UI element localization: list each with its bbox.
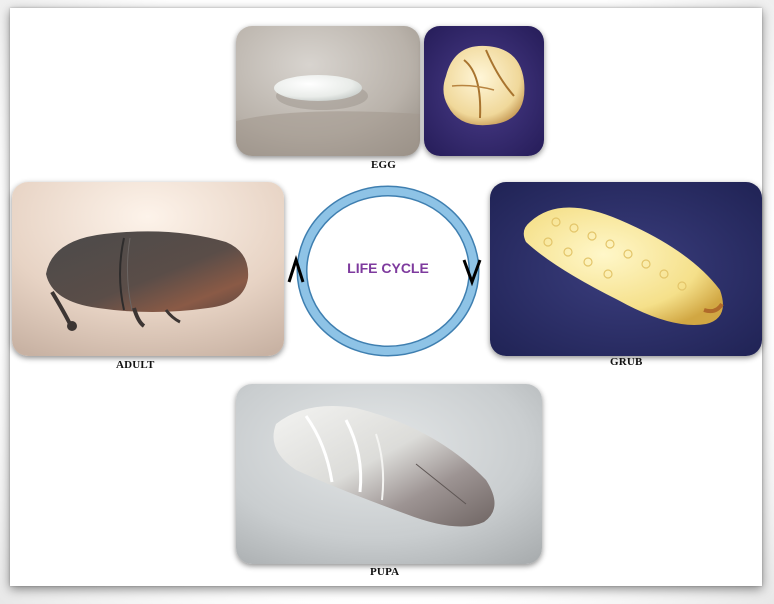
adult-photo: [12, 182, 284, 356]
seed-photo: [424, 26, 544, 156]
egg-photo: [236, 26, 420, 156]
stage-label-egg: EGG: [371, 159, 396, 171]
life-cycle-diagram: LIFE CYCLE: [286, 182, 490, 360]
grub-photo: [490, 182, 762, 356]
pupa-photo: [236, 384, 542, 564]
stage-label-grub: GRUB: [610, 356, 643, 368]
cycle-center-label: LIFE CYCLE: [286, 260, 490, 276]
stage-label-pupa: PUPA: [370, 566, 399, 578]
stage-label-adult: ADULT: [116, 359, 155, 371]
